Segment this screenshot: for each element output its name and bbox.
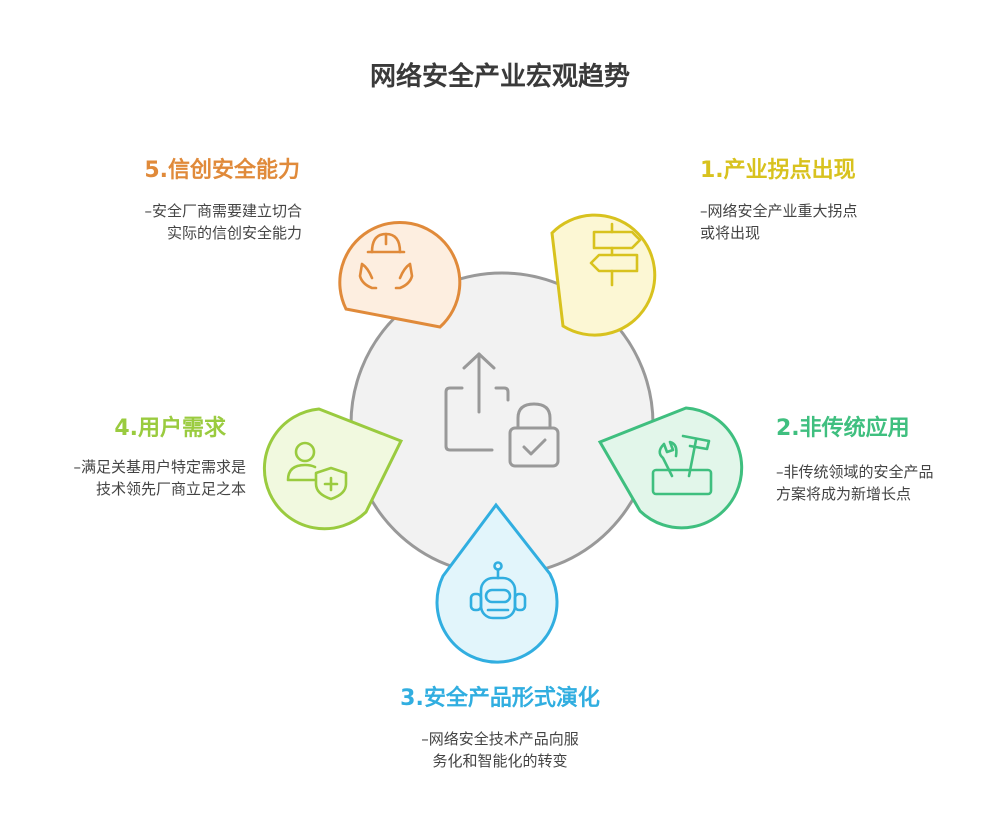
item-3-title: 3.安全产品形式演化 bbox=[400, 686, 600, 711]
item-2-line-1: –非传统领域的安全产品 bbox=[776, 463, 934, 481]
item-4-title: 4.用户需求 bbox=[114, 416, 226, 441]
page-title: 网络安全产业宏观趋势 bbox=[369, 62, 630, 92]
item-1-title: 1.产业拐点出现 bbox=[700, 158, 856, 183]
petal-2 bbox=[597, 406, 744, 530]
item-4-line-1: –满足关基用户特定需求是 bbox=[73, 458, 246, 476]
item-1-desc: –网络安全产业重大拐点 或将出现 bbox=[700, 200, 858, 244]
item-3-line-2: 务化和智能化的转变 bbox=[432, 752, 568, 770]
item-2-line-2: 方案将成为新增长点 bbox=[776, 485, 912, 503]
hands-helmet-icon bbox=[358, 232, 414, 290]
petal-4 bbox=[262, 407, 404, 531]
item-5-line-1: –安全厂商需要建立切合 bbox=[144, 202, 302, 220]
item-2-title: 2.非传统应用 bbox=[776, 416, 910, 441]
toolbox-icon bbox=[651, 434, 713, 496]
item-4-desc: –满足关基用户特定需求是 技术领先厂商立足之本 bbox=[20, 456, 246, 500]
item-1-line-2: 或将出现 bbox=[700, 224, 761, 242]
item-5-line-2: 实际的信创安全能力 bbox=[166, 224, 302, 242]
petal-3 bbox=[435, 502, 559, 664]
item-3-line-1: –网络安全技术产品向服 bbox=[421, 730, 579, 748]
upload-icon bbox=[444, 352, 510, 452]
robot-icon bbox=[469, 561, 527, 620]
petal-5 bbox=[338, 220, 462, 329]
item-5-title: 5.信创安全能力 bbox=[144, 158, 300, 183]
item-5-desc: –安全厂商需要建立切合 实际的信创安全能力 bbox=[40, 200, 302, 244]
user-shield-icon bbox=[286, 441, 348, 501]
signpost-icon bbox=[589, 222, 642, 287]
lock-icon bbox=[508, 402, 560, 468]
petal-1 bbox=[550, 213, 657, 337]
item-3-desc: –网络安全技术产品向服 务化和智能化的转变 bbox=[300, 728, 700, 772]
item-4-line-2: 技术领先厂商立足之本 bbox=[95, 480, 246, 498]
item-1-line-1: –网络安全产业重大拐点 bbox=[700, 202, 858, 220]
item-2-desc: –非传统领域的安全产品 方案将成为新增长点 bbox=[776, 461, 934, 505]
